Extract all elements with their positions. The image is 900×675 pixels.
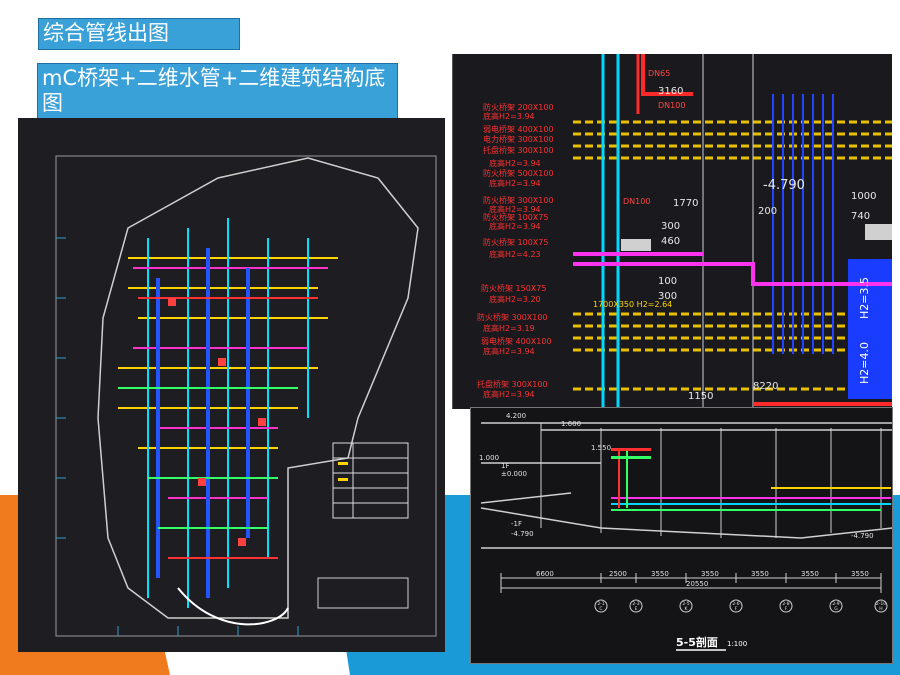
section-axis-letter: K bbox=[685, 606, 689, 612]
detail-dim: -4.790 bbox=[763, 178, 805, 193]
section-dim: 3550 bbox=[751, 570, 769, 578]
section-axis-letter: G bbox=[834, 606, 838, 612]
detail-label: 底高H2=3.94 bbox=[483, 346, 535, 356]
detail-dim: 8220 bbox=[753, 381, 778, 392]
detail-label: 底高H2=3.94 bbox=[489, 178, 541, 188]
detail-label: 弱电桥架 400X100 bbox=[481, 336, 552, 346]
detail-tag: DN100 bbox=[658, 101, 685, 110]
detail-label: 弱电桥架 400X100 bbox=[483, 124, 554, 134]
detail-label: 防火桥架 150X75 bbox=[481, 283, 546, 293]
section-axis: 2-10 bbox=[876, 601, 886, 607]
detail-label: 防火桥架 300X100 bbox=[483, 195, 554, 205]
cad-detail-drawing: 防火桥架 200X100 底高H2=3.94 弱电桥架 400X100 电力桥架… bbox=[453, 54, 892, 409]
slide-title: 综合管线出图 bbox=[38, 18, 240, 50]
cad-plan-panel bbox=[18, 118, 445, 652]
cad-plan-drawing bbox=[55, 155, 437, 637]
detail-label: 底高H2=3.94 bbox=[483, 389, 535, 399]
section-level: ±0.000 bbox=[501, 470, 527, 478]
detail-label: 防火桥架 100X75 bbox=[483, 212, 548, 222]
detail-dim: 3160 bbox=[658, 86, 683, 97]
detail-dim: 1700X350 H2=2.64 bbox=[593, 300, 672, 309]
section-axis: 2-5 bbox=[682, 601, 689, 607]
section-level: 4.200 bbox=[506, 412, 526, 420]
detail-label: 防火桥架 100X75 bbox=[483, 237, 548, 247]
detail-tag: H2=3.5 bbox=[858, 277, 871, 319]
section-title: 5-5剖面 bbox=[676, 635, 718, 649]
section-scale: 1:100 bbox=[727, 640, 747, 648]
detail-label: 底高H2=3.94 bbox=[483, 111, 535, 121]
section-dim: 3550 bbox=[851, 570, 869, 578]
detail-dim: 300 bbox=[661, 221, 680, 232]
detail-tag: DN65 bbox=[648, 69, 670, 78]
detail-label: 底高H2=3.94 bbox=[489, 204, 541, 214]
section-total-dim: 20550 bbox=[686, 580, 708, 588]
detail-label: 托盘桥架 300X100 bbox=[477, 379, 548, 389]
detail-label: 底高H2=3.19 bbox=[483, 323, 535, 333]
section-level: 1.600 bbox=[561, 420, 581, 428]
section-dim: 6600 bbox=[536, 570, 554, 578]
cad-section-drawing: 4.200 1.600 1.550 1.000 ±0.000 -1F -4.79… bbox=[479, 412, 892, 651]
detail-dim: 740 bbox=[851, 211, 870, 222]
detail-label: 底高H2=3.94 bbox=[489, 221, 541, 231]
section-axis-letter: F bbox=[785, 606, 788, 612]
detail-label: 防火桥架 500X100 bbox=[483, 168, 554, 178]
detail-dim: 1770 bbox=[673, 198, 698, 209]
section-dim: 3550 bbox=[651, 570, 669, 578]
detail-label: 底高H2=3.94 bbox=[489, 158, 541, 168]
section-axis: 2-8 bbox=[782, 601, 789, 607]
section-axis: 2-9 bbox=[832, 601, 839, 607]
detail-dim: 300 bbox=[658, 291, 677, 302]
section-axis-letter: E bbox=[635, 606, 638, 612]
section-level: -4.790 bbox=[851, 532, 874, 540]
section-dim: 3550 bbox=[701, 570, 719, 578]
section-level: 1.000 bbox=[479, 454, 499, 462]
slide-subtitle: mC桥架+二维水管+二维建筑结构底图 bbox=[37, 63, 398, 119]
detail-label: 底高H2=3.20 bbox=[489, 294, 541, 304]
detail-label: 防火桥架 200X100 bbox=[483, 102, 554, 112]
section-dim: 3550 bbox=[801, 570, 819, 578]
section-level: 1F bbox=[501, 462, 509, 470]
section-level: -1F bbox=[511, 520, 522, 528]
section-axis: 2-6 bbox=[732, 601, 739, 607]
section-level: -4.790 bbox=[511, 530, 534, 538]
detail-dim: 100 bbox=[658, 276, 677, 287]
detail-dim: 1150 bbox=[688, 391, 713, 402]
detail-dim: 200 bbox=[758, 206, 777, 217]
section-axis: 2-3 bbox=[632, 601, 639, 607]
section-level: 1.550 bbox=[591, 444, 611, 452]
cad-section-panel: 4.200 1.600 1.550 1.000 ±0.000 -1F -4.79… bbox=[470, 407, 893, 664]
detail-tag: DN100 bbox=[623, 197, 650, 206]
section-axis-letter: F bbox=[735, 606, 738, 612]
detail-label: 防火桥架 300X100 bbox=[477, 312, 548, 322]
detail-label: 电力桥架 300X100 bbox=[483, 134, 554, 144]
section-axis: 2-1 bbox=[597, 601, 604, 607]
detail-label: 底高H2=4.23 bbox=[489, 249, 541, 259]
detail-dim: 460 bbox=[661, 236, 680, 247]
detail-dim: 1000 bbox=[851, 191, 876, 202]
section-dim: 2500 bbox=[609, 570, 627, 578]
section-axis-letter: C bbox=[599, 606, 602, 612]
detail-label: 托盘桥架 300X100 bbox=[483, 145, 554, 155]
section-axis-letter: H bbox=[879, 606, 882, 612]
detail-tag: H2=4.0 bbox=[858, 342, 871, 384]
cad-detail-panel: 防火桥架 200X100 底高H2=3.94 弱电桥架 400X100 电力桥架… bbox=[452, 54, 892, 409]
